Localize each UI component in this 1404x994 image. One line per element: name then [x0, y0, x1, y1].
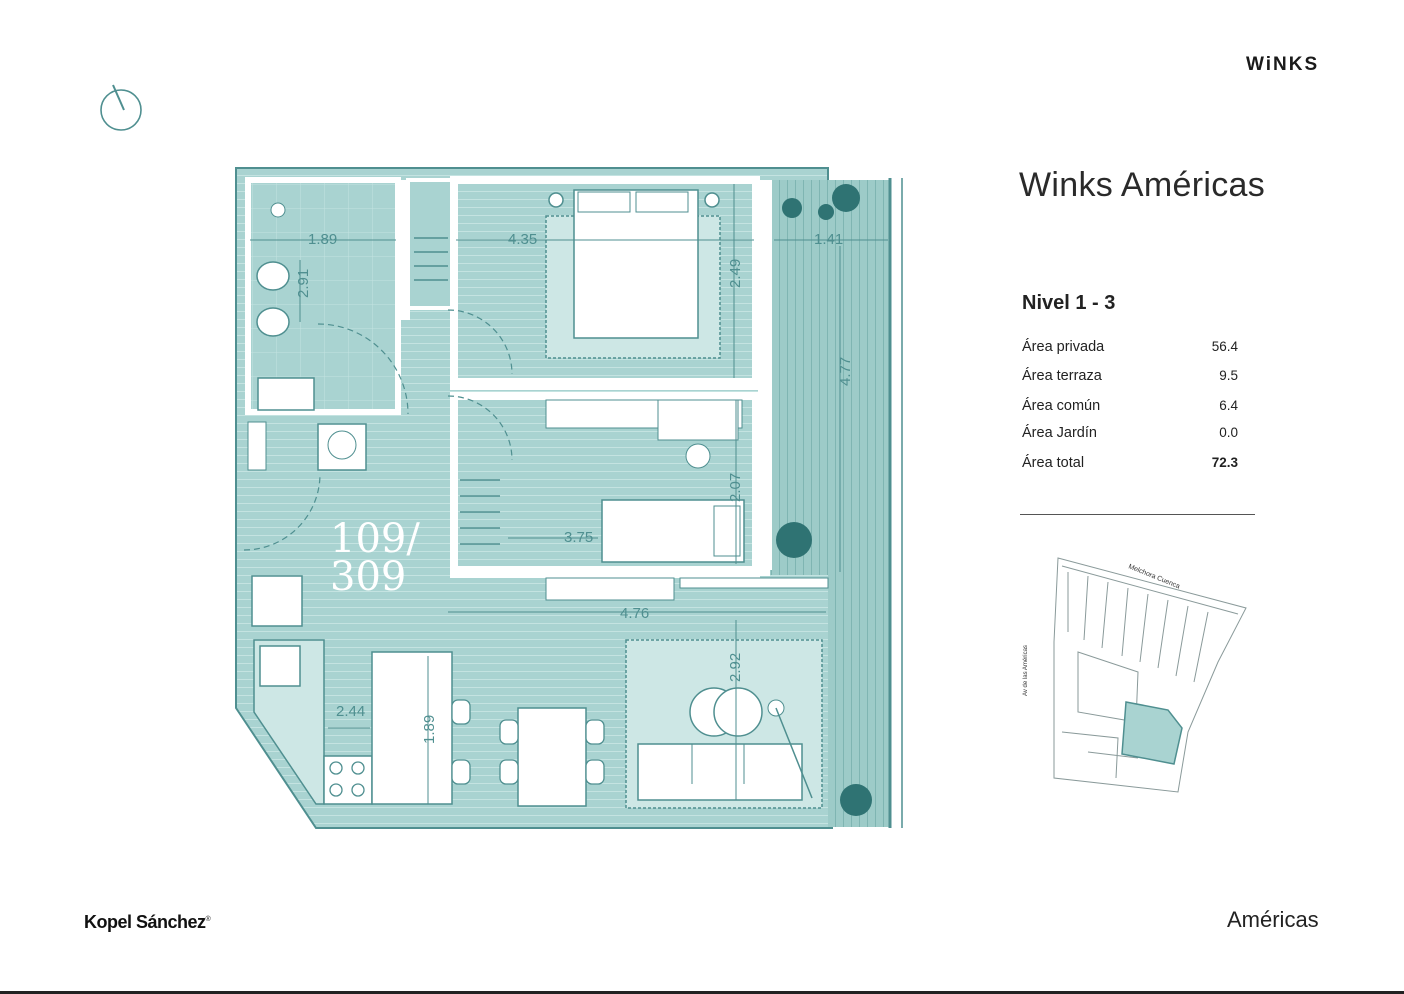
north-compass-icon: [100, 84, 142, 131]
area-label: Área total: [1022, 455, 1085, 471]
project-logo: Américas: [1227, 907, 1319, 932]
unit-number-bottom: 309: [330, 554, 406, 600]
area-row-total: Área total 72.3: [1022, 455, 1238, 475]
area-value: 6.4: [1219, 398, 1238, 413]
dim-label: 2.44: [336, 703, 365, 720]
area-value: 56.4: [1211, 339, 1238, 354]
dim-label: 2.49: [727, 259, 744, 288]
dim-label: 1.41: [814, 231, 843, 248]
site-map: Melchora Cuenca Av de las Américas: [1023, 557, 1247, 793]
area-row-privada: Área privada 56.4: [1022, 339, 1238, 359]
street-label-americas: Av de las Américas: [1023, 645, 1029, 696]
dim-label: 1.89: [421, 715, 438, 744]
divider: [1020, 514, 1255, 515]
level-label: Nivel 1 - 3: [1022, 292, 1116, 314]
area-row-terraza: Área terraza 9.5: [1022, 368, 1238, 388]
dim-label: 3.75: [564, 529, 593, 546]
dim-label: 2.91: [295, 269, 312, 298]
bottom-rule: [0, 991, 1404, 994]
project-title: Winks Américas: [1019, 166, 1266, 204]
architect-name: Kopel Sánchez: [84, 912, 206, 932]
dim-label: 2.07: [727, 473, 744, 502]
area-value: 9.5: [1219, 368, 1238, 383]
area-label: Área común: [1022, 398, 1101, 414]
area-value: 0.0: [1219, 425, 1238, 440]
dim-label: 4.35: [508, 231, 537, 248]
dim-label: 4.76: [620, 605, 649, 622]
area-label: Área terraza: [1022, 368, 1102, 384]
area-row-jardin: Área Jardín 0.0: [1022, 425, 1238, 445]
dim-label: 2.92: [727, 653, 744, 682]
architect-logo: Kopel Sánchez®: [84, 912, 211, 933]
registered-mark: ®: [205, 916, 211, 923]
area-value: 72.3: [1211, 455, 1238, 470]
dim-label: 4.77: [837, 357, 854, 386]
dim-label: 1.89: [308, 231, 337, 248]
floor-plan: 1.89 2.91 4.35 2.49 1.41 4.77 2.07 3.75 …: [235, 167, 903, 829]
brand-logo: WiNKS: [1246, 54, 1320, 75]
area-label: Área Jardín: [1022, 425, 1097, 441]
area-label: Área privada: [1022, 339, 1105, 355]
unit-number-top: 109/: [330, 516, 420, 562]
area-row-comun: Área común 6.4: [1022, 398, 1238, 418]
